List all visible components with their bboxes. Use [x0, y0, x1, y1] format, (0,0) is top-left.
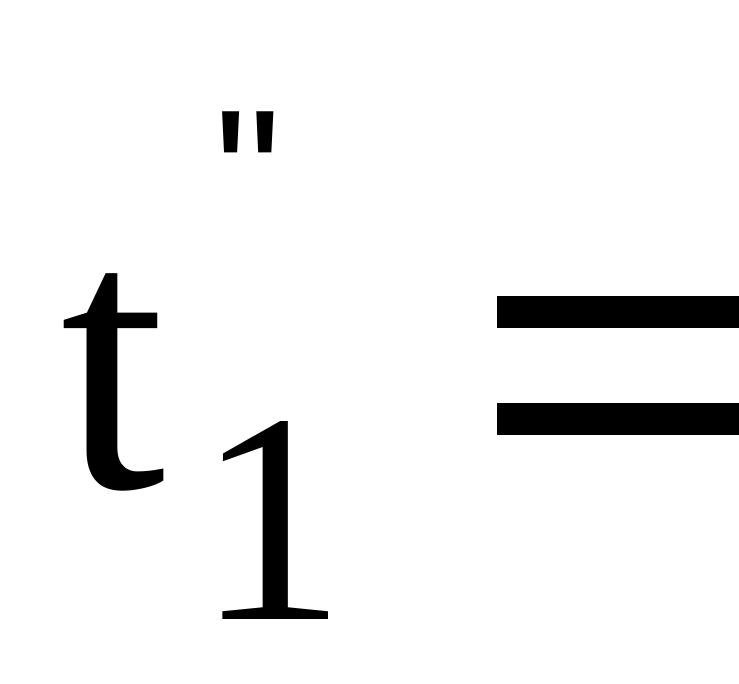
- double-prime-superscript: ": [214, 71, 282, 283]
- equals-bar-top: [497, 296, 739, 328]
- variable-t: t: [60, 149, 166, 570]
- subscript-one: 1: [196, 352, 346, 684]
- equals-bar-bottom: [497, 403, 739, 435]
